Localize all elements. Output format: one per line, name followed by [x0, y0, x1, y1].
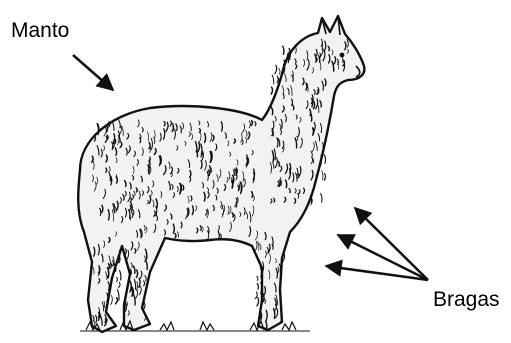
- bragas-arrow-1: [355, 208, 428, 280]
- fleece-stroke: [257, 298, 259, 306]
- fleece-stroke: [119, 282, 121, 288]
- fleece-stroke: [257, 284, 258, 290]
- fleece-stroke: [324, 174, 325, 181]
- fleece-stroke: [271, 87, 272, 94]
- fleece-stroke: [275, 65, 277, 73]
- fleece-stroke: [257, 276, 258, 280]
- fleece-stroke: [277, 76, 278, 83]
- bragas-arrows: [326, 208, 428, 280]
- fleece-stroke: [111, 296, 113, 305]
- fleece-stroke: [116, 298, 118, 304]
- fleece-stroke: [324, 155, 325, 164]
- bragas-label: Bragas: [433, 289, 500, 310]
- fleece-stroke: [260, 267, 261, 277]
- alpaca-body: [78, 16, 364, 332]
- alpaca-icon: [78, 16, 364, 332]
- fleece-stroke: [279, 68, 280, 74]
- fleece-stroke: [255, 292, 257, 299]
- fleece-stroke: [117, 277, 118, 281]
- fleece-stroke: [272, 75, 274, 84]
- manto-arrow: [73, 55, 113, 90]
- fleece-stroke: [321, 194, 322, 203]
- manto-label: Manto: [11, 20, 69, 41]
- fleece-stroke: [322, 171, 323, 180]
- fleece-stroke: [283, 46, 284, 54]
- fleece-stroke: [120, 271, 121, 280]
